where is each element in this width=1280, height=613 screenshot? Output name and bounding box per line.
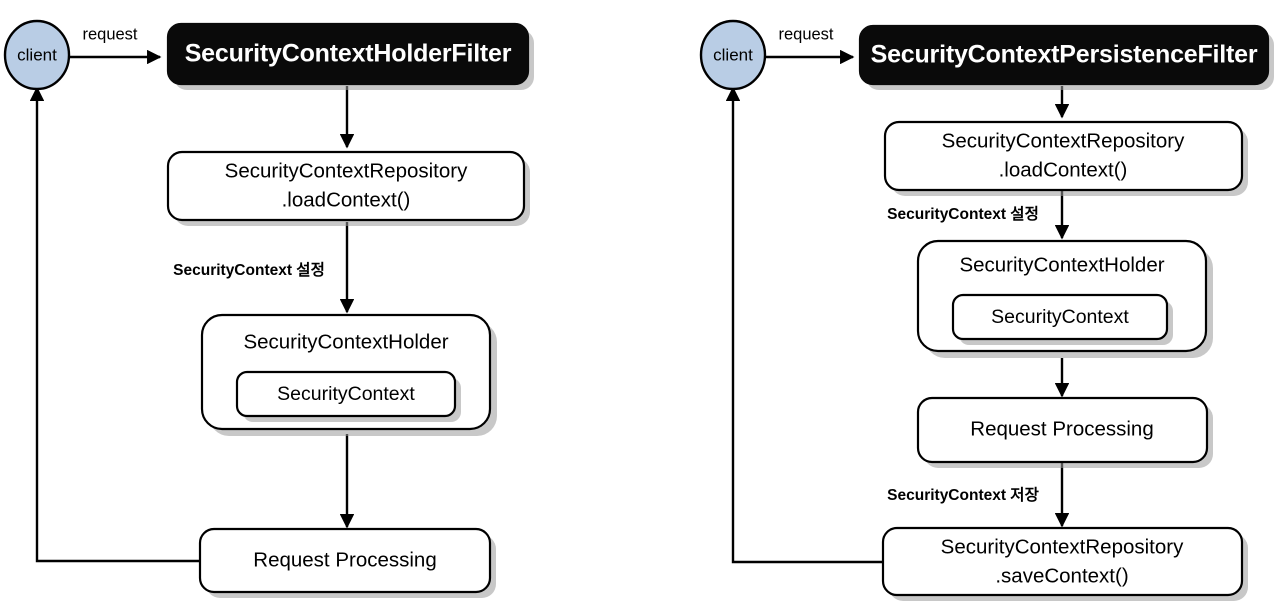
holder-label: SecurityContextHolder bbox=[959, 253, 1164, 276]
filter-label: SecurityContextHolderFilter bbox=[185, 40, 512, 68]
processing-box bbox=[916, 396, 1209, 464]
repository-label-line1: SecurityContextRepository bbox=[225, 159, 468, 182]
repository-save-box bbox=[881, 526, 1244, 597]
client-label: client bbox=[17, 45, 57, 64]
node-security-context-holder-filter[interactable]: SecurityContextHolderFilter bbox=[166, 22, 534, 90]
node-security-context-repository-load[interactable]: SecurityContextRepository .loadContext() bbox=[883, 120, 1248, 196]
edge-repository-save-to-client bbox=[725, 86, 884, 564]
holder-inner-label: SecurityContext bbox=[991, 306, 1129, 328]
filter-box bbox=[166, 22, 530, 86]
client-label: client bbox=[713, 45, 753, 64]
repository-label-line2: .loadContext() bbox=[282, 188, 411, 211]
filter-label: SecurityContextPersistenceFilter bbox=[871, 41, 1258, 69]
processing-box bbox=[198, 527, 492, 594]
processing-label: Request Processing bbox=[970, 417, 1153, 440]
edge-label-set-context: SecurityContext 설정 bbox=[173, 261, 325, 279]
node-security-context-repository-load[interactable]: SecurityContextRepository .loadContext() bbox=[166, 150, 530, 226]
client-node[interactable]: client bbox=[3, 19, 71, 91]
holder-inner-box bbox=[951, 293, 1169, 341]
repository-save-label-line2: .saveContext() bbox=[995, 564, 1128, 587]
filter-box bbox=[858, 24, 1270, 86]
holder-inner-label: SecurityContext bbox=[277, 383, 415, 405]
edge-label-save-context: SecurityContext 저장 bbox=[887, 486, 1039, 504]
client-circle bbox=[3, 19, 71, 91]
left-diagram: request SecurityContext 설정 client Securi… bbox=[3, 19, 534, 598]
holder-inner-box bbox=[235, 370, 457, 418]
node-request-processing[interactable]: Request Processing bbox=[916, 396, 1213, 468]
processing-label: Request Processing bbox=[253, 548, 436, 571]
node-security-context-repository-save[interactable]: SecurityContextRepository .saveContext() bbox=[881, 526, 1248, 601]
repository-box bbox=[166, 150, 526, 222]
repository-load-label-line1: SecurityContextRepository bbox=[942, 129, 1185, 152]
node-security-context-persistence-filter[interactable]: SecurityContextPersistenceFilter bbox=[858, 24, 1274, 90]
repository-load-box bbox=[883, 120, 1244, 192]
right-diagram: request SecurityContext 설정 SecurityConte… bbox=[699, 19, 1274, 601]
edge-label-request: request bbox=[778, 25, 833, 43]
node-security-context-holder[interactable]: SecurityContextHolder SecurityContext bbox=[200, 313, 497, 436]
node-security-context-holder[interactable]: SecurityContextHolder SecurityContext bbox=[916, 239, 1213, 358]
client-circle bbox=[699, 19, 767, 91]
client-node[interactable]: client bbox=[699, 19, 767, 91]
edge-label-set-context: SecurityContext 설정 bbox=[887, 205, 1039, 223]
edge-processing-to-client bbox=[29, 86, 200, 563]
node-request-processing[interactable]: Request Processing bbox=[198, 527, 496, 598]
repository-save-label-line1: SecurityContextRepository bbox=[941, 535, 1184, 558]
edge-label-request: request bbox=[82, 25, 137, 43]
repository-load-label-line2: .loadContext() bbox=[999, 158, 1128, 181]
holder-label: SecurityContextHolder bbox=[243, 330, 448, 353]
